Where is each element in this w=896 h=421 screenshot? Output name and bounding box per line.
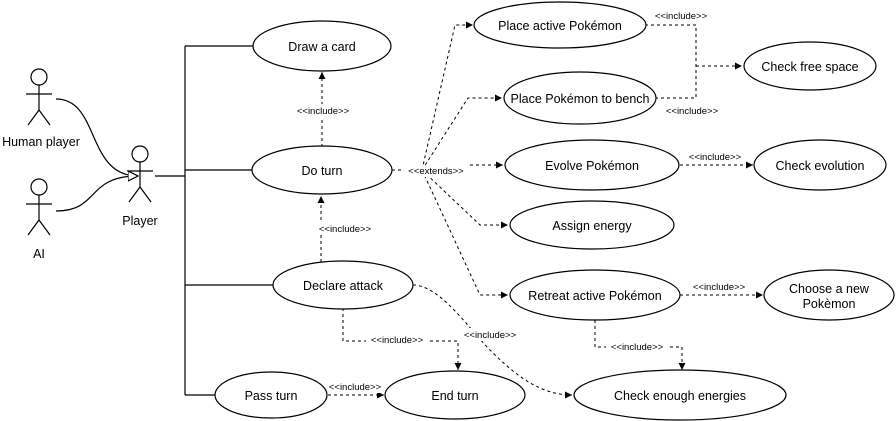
svg-text:Check free space: Check free space bbox=[761, 60, 858, 74]
include-retreat-energies bbox=[594, 320, 686, 370]
include-active-free-space bbox=[645, 24, 697, 66]
include-label: <<include>> bbox=[666, 106, 719, 117]
actor-player: Player bbox=[122, 145, 158, 228]
svg-text:Place active Pokémon: Place active Pokémon bbox=[498, 19, 622, 33]
include-label: <<include>> bbox=[655, 11, 708, 22]
svg-text:Pass turn: Pass turn bbox=[245, 389, 298, 403]
extends-label: <<extends>> bbox=[408, 166, 464, 177]
actor-ai: AI bbox=[26, 178, 52, 261]
svg-text:Check enough energies: Check enough energies bbox=[614, 389, 746, 403]
use-case-draw-card: Draw a card bbox=[252, 20, 392, 72]
use-case-end-turn: End turn bbox=[384, 370, 526, 420]
use-case-check-free-space: Check free space bbox=[743, 41, 877, 91]
extends-fan bbox=[392, 21, 508, 299]
include-label: <<include>> bbox=[611, 342, 664, 353]
actor-human-player: Human player bbox=[2, 68, 80, 149]
svg-text:Retreat active Pokémon: Retreat active Pokémon bbox=[528, 289, 661, 303]
svg-text:Draw a card: Draw a card bbox=[288, 40, 355, 54]
svg-text:Check evolution: Check evolution bbox=[776, 159, 865, 173]
use-case-place-bench: Place Pokémon to bench bbox=[503, 71, 657, 125]
include-label: <<include>> bbox=[371, 335, 424, 346]
include-label: <<include>> bbox=[689, 152, 742, 163]
use-case-assign-energy: Assign energy bbox=[509, 200, 675, 250]
include-label: <<include>> bbox=[319, 224, 372, 235]
use-case-check-enough-energies: Check enough energies bbox=[573, 369, 787, 421]
use-case-check-evolution: Check evolution bbox=[753, 139, 887, 191]
include-label: <<include>> bbox=[464, 330, 517, 341]
use-case-declare-attack: Declare attack bbox=[272, 260, 414, 310]
include-attack-energies bbox=[412, 284, 573, 399]
use-case-choose-new-pokemon: Choose a new Pokèmon bbox=[763, 269, 895, 321]
use-case-retreat: Retreat active Pokémon bbox=[509, 269, 681, 321]
include-bench-free-space bbox=[655, 66, 697, 99]
svg-text:Choose a new: Choose a new bbox=[789, 282, 870, 296]
actor-human-player-label: Human player bbox=[2, 135, 80, 149]
use-case-do-turn: Do turn bbox=[251, 145, 393, 195]
include-label: <<include>> bbox=[329, 382, 382, 393]
svg-text:End turn: End turn bbox=[431, 389, 478, 403]
include-label: <<include>> bbox=[297, 106, 350, 117]
svg-text:Evolve Pokémon: Evolve Pokémon bbox=[545, 159, 639, 173]
svg-text:Place Pokémon to bench: Place Pokémon to bench bbox=[511, 92, 650, 106]
svg-text:Do turn: Do turn bbox=[302, 164, 343, 178]
use-case-place-active: Place active Pokémon bbox=[473, 1, 647, 49]
use-case-evolve: Evolve Pokémon bbox=[504, 139, 680, 191]
svg-text:Pokèmon: Pokèmon bbox=[803, 297, 856, 311]
svg-text:Declare attack: Declare attack bbox=[303, 279, 384, 293]
player-associations bbox=[155, 45, 273, 396]
generalization-ai-to-player bbox=[55, 176, 138, 212]
use-case-pass-turn: Pass turn bbox=[214, 371, 328, 419]
svg-text:Assign energy: Assign energy bbox=[552, 219, 632, 233]
generalization-human-to-player bbox=[55, 98, 138, 176]
actor-player-label: Player bbox=[122, 214, 157, 228]
include-label: <<include>> bbox=[693, 282, 746, 293]
actor-ai-label: AI bbox=[33, 247, 45, 261]
